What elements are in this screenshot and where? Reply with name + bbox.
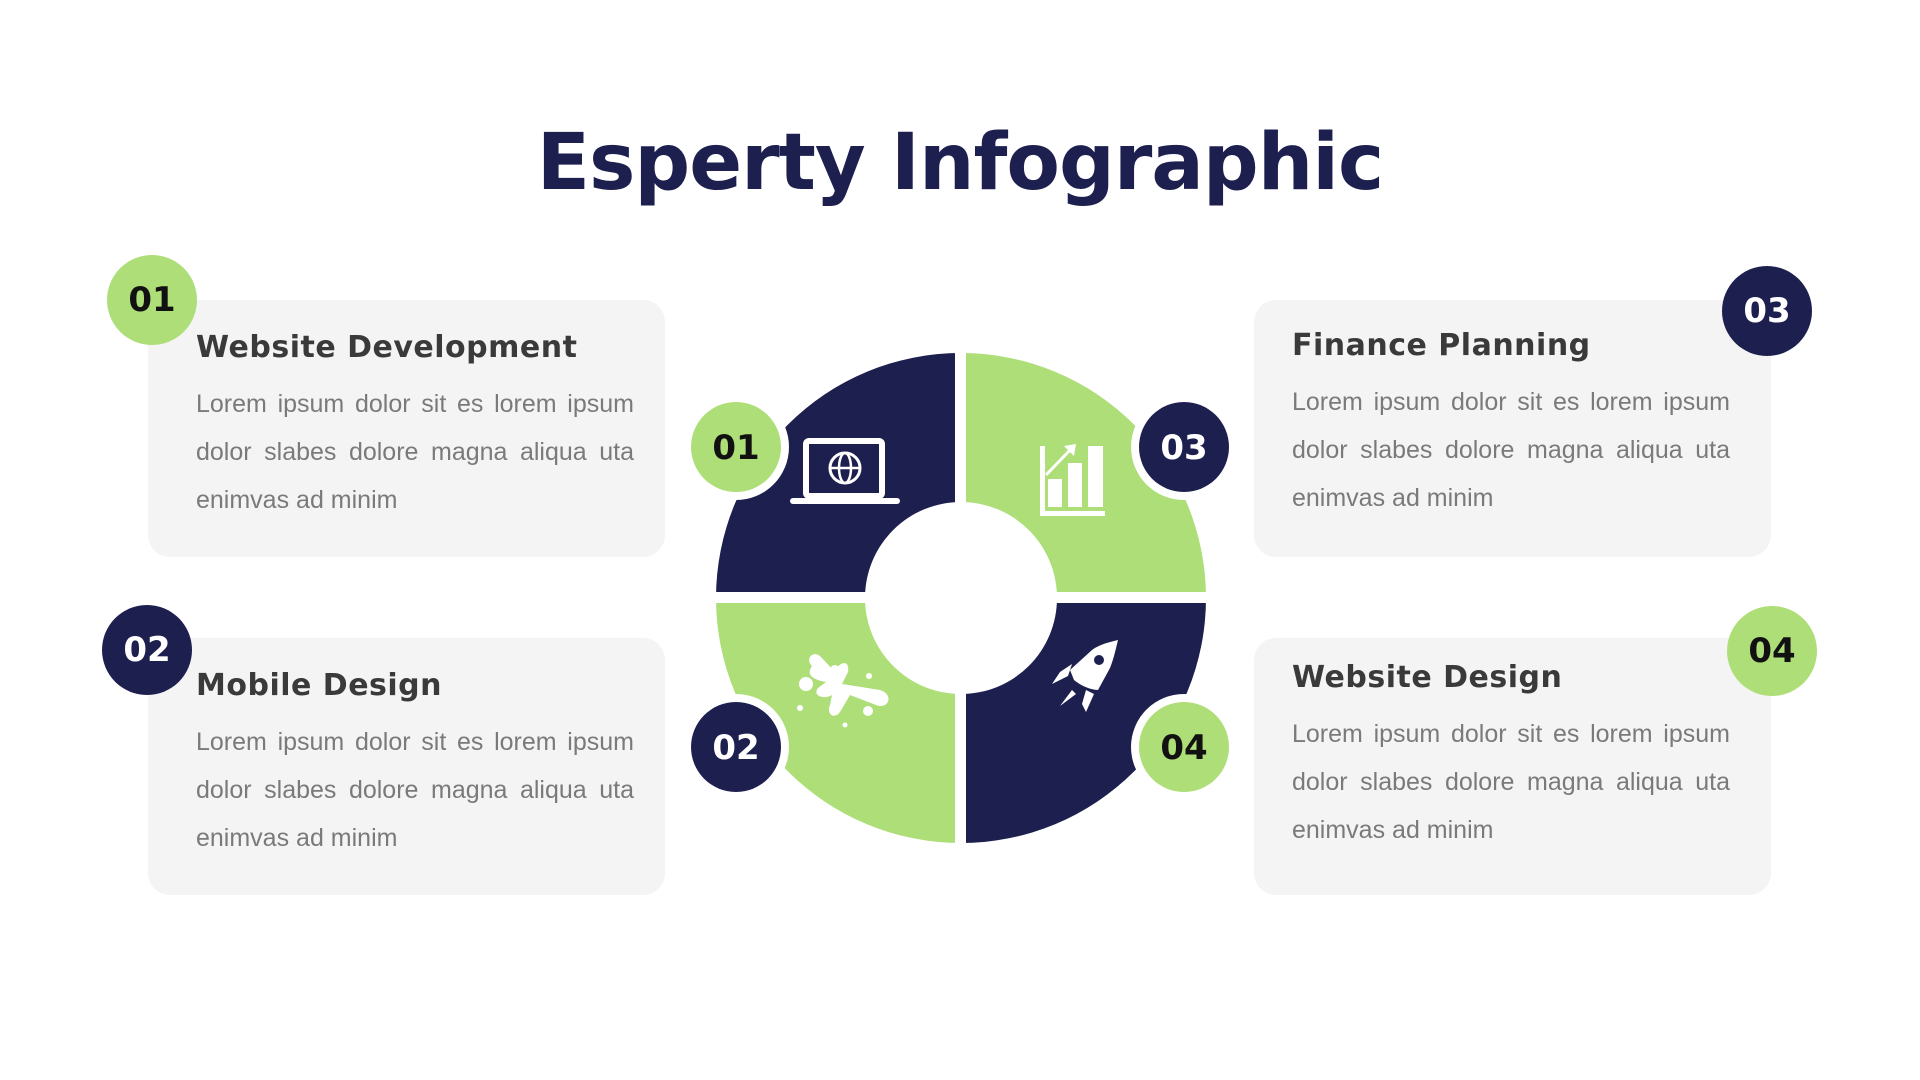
paint-splash-icon	[797, 654, 889, 728]
bar-chart-growth-icon	[1040, 444, 1105, 516]
ring-badge-number: 03	[1160, 428, 1207, 468]
card-website-development: Website Development Lorem ipsum dolor si…	[148, 300, 665, 557]
card-body: Lorem ipsum dolor sit es lorem ipsum dol…	[196, 728, 634, 852]
card-body: Lorem ipsum dolor sit es lorem ipsum dol…	[1292, 720, 1730, 844]
ring-badge-number: 02	[712, 728, 759, 768]
card-title: Finance Planning	[1292, 328, 1591, 363]
card-body: Lorem ipsum dolor sit es lorem ipsum dol…	[1292, 388, 1730, 512]
ring-badge-02: 02	[683, 694, 789, 800]
rocket-icon	[1052, 640, 1118, 712]
laptop-globe-icon	[790, 438, 900, 504]
card-title: Mobile Design	[196, 668, 443, 703]
card-body: Lorem ipsum dolor sit es lorem ipsum dol…	[196, 390, 634, 514]
card-title: Website Design	[1292, 660, 1563, 695]
number-badge: 04	[1727, 606, 1817, 696]
card-finance-planning: Finance Planning Lorem ipsum dolor sit e…	[1254, 300, 1771, 557]
card-title: Website Development	[196, 330, 578, 365]
number-badge: 03	[1722, 266, 1812, 356]
ring-badge-number: 01	[712, 428, 759, 468]
page-title: Esperty Infographic	[536, 118, 1385, 208]
number-badge: 02	[102, 605, 192, 695]
ring-badge-number: 04	[1160, 728, 1207, 768]
card-mobile-design: Mobile Design Lorem ipsum dolor sit es l…	[148, 638, 665, 895]
ring-segment-01	[716, 353, 961, 598]
ring-segment-02	[716, 598, 961, 843]
ring-badge-03: 03	[1131, 394, 1237, 500]
ring-badge-01: 01	[683, 394, 789, 500]
ring-segment-03	[961, 353, 1206, 598]
card-website-design: Website Design Lorem ipsum dolor sit es …	[1254, 638, 1771, 895]
number-badge: 01	[107, 255, 197, 345]
ring-badge-04: 04	[1131, 694, 1237, 800]
ring-segment-04	[961, 598, 1206, 843]
